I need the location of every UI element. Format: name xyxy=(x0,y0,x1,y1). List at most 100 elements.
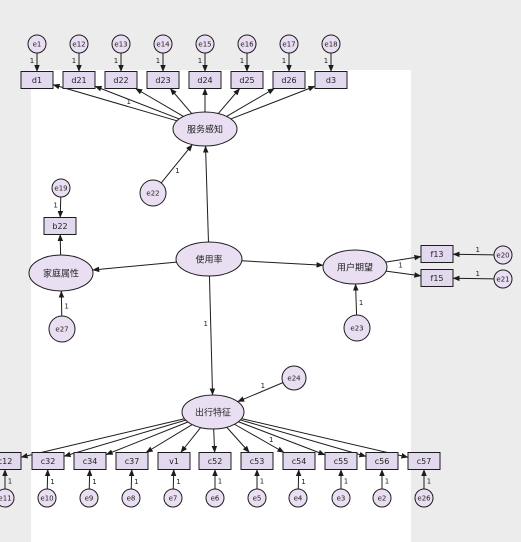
error-e17[interactable]: e17 xyxy=(279,34,299,54)
path-fuwu-to-d26 xyxy=(226,88,275,117)
error-e6[interactable]: e6 xyxy=(205,488,225,508)
observed-c12[interactable]: c12 xyxy=(0,452,22,470)
error-label: e7 xyxy=(169,495,178,503)
error-e9[interactable]: e9 xyxy=(79,488,99,508)
observed-label: d26 xyxy=(281,76,296,85)
observed-label: c56 xyxy=(375,457,390,466)
observed-f13[interactable]: f13 xyxy=(420,245,454,263)
error-e21[interactable]: e21 xyxy=(493,269,513,289)
error-label: e22 xyxy=(146,190,159,198)
error-e11[interactable]: e11 xyxy=(0,488,15,508)
error-e1[interactable]: e1 xyxy=(27,34,47,54)
error-e24[interactable]: e24 xyxy=(281,365,307,391)
path-e21-to-f15 xyxy=(452,275,495,282)
error-e14[interactable]: e14 xyxy=(153,34,173,54)
observed-c57[interactable]: c57 xyxy=(407,452,441,470)
error-label: e15 xyxy=(198,41,211,49)
latent-jiating[interactable]: 家庭属性 xyxy=(28,254,94,292)
latent-chuxing[interactable]: 出行特征 xyxy=(181,394,245,430)
error-circle xyxy=(372,488,392,508)
error-label: e11 xyxy=(0,495,12,503)
path-label-e20-to-f13: 1 xyxy=(475,246,479,254)
path-label-fuwu-to-d1: 1 xyxy=(127,98,131,106)
path-label-e27-to-jiating: 1 xyxy=(64,302,68,310)
observed-box xyxy=(0,452,22,470)
error-e12[interactable]: e12 xyxy=(69,34,89,54)
error-circle xyxy=(343,314,371,342)
observed-c55[interactable]: c55 xyxy=(324,452,358,470)
observed-d3[interactable]: d3 xyxy=(314,71,348,89)
observed-d26[interactable]: d26 xyxy=(272,71,306,89)
observed-c53[interactable]: c53 xyxy=(240,452,274,470)
error-circle xyxy=(51,178,71,198)
latent-ellipse xyxy=(181,394,245,430)
error-e15[interactable]: e15 xyxy=(195,34,215,54)
observed-c34[interactable]: c34 xyxy=(73,452,107,470)
observed-v1[interactable]: v1 xyxy=(157,452,191,470)
error-circle xyxy=(69,34,89,54)
error-e2[interactable]: e2 xyxy=(372,488,392,508)
latent-label: 家庭属性 xyxy=(43,268,79,280)
error-e19[interactable]: e19 xyxy=(51,178,71,198)
path-chuxing-to-c55 xyxy=(238,421,326,456)
observed-box xyxy=(188,71,222,89)
error-e26[interactable]: e26 xyxy=(414,488,434,508)
error-e22[interactable]: e22 xyxy=(139,179,167,207)
observed-label: d24 xyxy=(197,76,212,85)
observed-c52[interactable]: c52 xyxy=(198,452,232,470)
observed-d22[interactable]: d22 xyxy=(104,71,138,89)
observed-b22[interactable]: b22 xyxy=(43,217,77,235)
observed-f15[interactable]: f15 xyxy=(420,269,454,287)
observed-box xyxy=(104,71,138,89)
error-circle xyxy=(79,488,99,508)
observed-box xyxy=(31,452,65,470)
observed-box xyxy=(62,71,96,89)
observed-c54[interactable]: c54 xyxy=(282,452,316,470)
error-e18[interactable]: e18 xyxy=(321,34,341,54)
latent-fuwu[interactable]: 服务感知 xyxy=(172,111,238,147)
error-e7[interactable]: e7 xyxy=(163,488,183,508)
path-chuxing-to-c37 xyxy=(145,424,193,453)
latent-ellipse xyxy=(322,249,388,285)
observed-d25[interactable]: d25 xyxy=(230,71,264,89)
error-e8[interactable]: e8 xyxy=(121,488,141,508)
path-e24-to-chuxing xyxy=(237,382,284,403)
observed-c32[interactable]: c32 xyxy=(31,452,65,470)
error-e4[interactable]: e4 xyxy=(288,488,308,508)
observed-c37[interactable]: c37 xyxy=(115,452,149,470)
observed-box xyxy=(43,217,77,235)
observed-label: c32 xyxy=(41,457,56,466)
error-circle xyxy=(111,34,131,54)
error-e20[interactable]: e20 xyxy=(493,245,513,265)
path-label-e4-to-c54: 1 xyxy=(301,478,305,486)
latent-yonghu[interactable]: 用户期望 xyxy=(322,249,388,285)
error-e16[interactable]: e16 xyxy=(237,34,257,54)
error-e10[interactable]: e10 xyxy=(37,488,57,508)
path-fuwu-to-d22 xyxy=(135,88,184,117)
observed-d24[interactable]: d24 xyxy=(188,71,222,89)
error-circle xyxy=(195,34,215,54)
error-e27[interactable]: e27 xyxy=(48,315,76,343)
error-e3[interactable]: e3 xyxy=(331,488,351,508)
observed-label: c57 xyxy=(417,457,432,466)
error-circle xyxy=(37,488,57,508)
observed-d21[interactable]: d21 xyxy=(62,71,96,89)
observed-label: d1 xyxy=(32,76,42,85)
latent-shiyonglv[interactable]: 使用率 xyxy=(175,241,243,277)
observed-d1[interactable]: d1 xyxy=(20,71,54,89)
error-e5[interactable]: e5 xyxy=(247,488,267,508)
error-e13[interactable]: e13 xyxy=(111,34,131,54)
observed-box xyxy=(420,245,454,263)
path-e4-to-c54 xyxy=(295,469,302,490)
error-circle xyxy=(493,245,513,265)
path-chuxing-to-c57 xyxy=(241,418,409,459)
error-label: e2 xyxy=(378,495,387,503)
error-label: e23 xyxy=(350,325,363,333)
error-e23[interactable]: e23 xyxy=(343,314,371,342)
error-label: e5 xyxy=(253,495,262,503)
observed-d23[interactable]: d23 xyxy=(146,71,180,89)
observed-label: f15 xyxy=(431,274,444,283)
path-label-e1-to-d1: 1 xyxy=(30,57,34,65)
error-circle xyxy=(288,488,308,508)
observed-c56[interactable]: c56 xyxy=(365,452,399,470)
